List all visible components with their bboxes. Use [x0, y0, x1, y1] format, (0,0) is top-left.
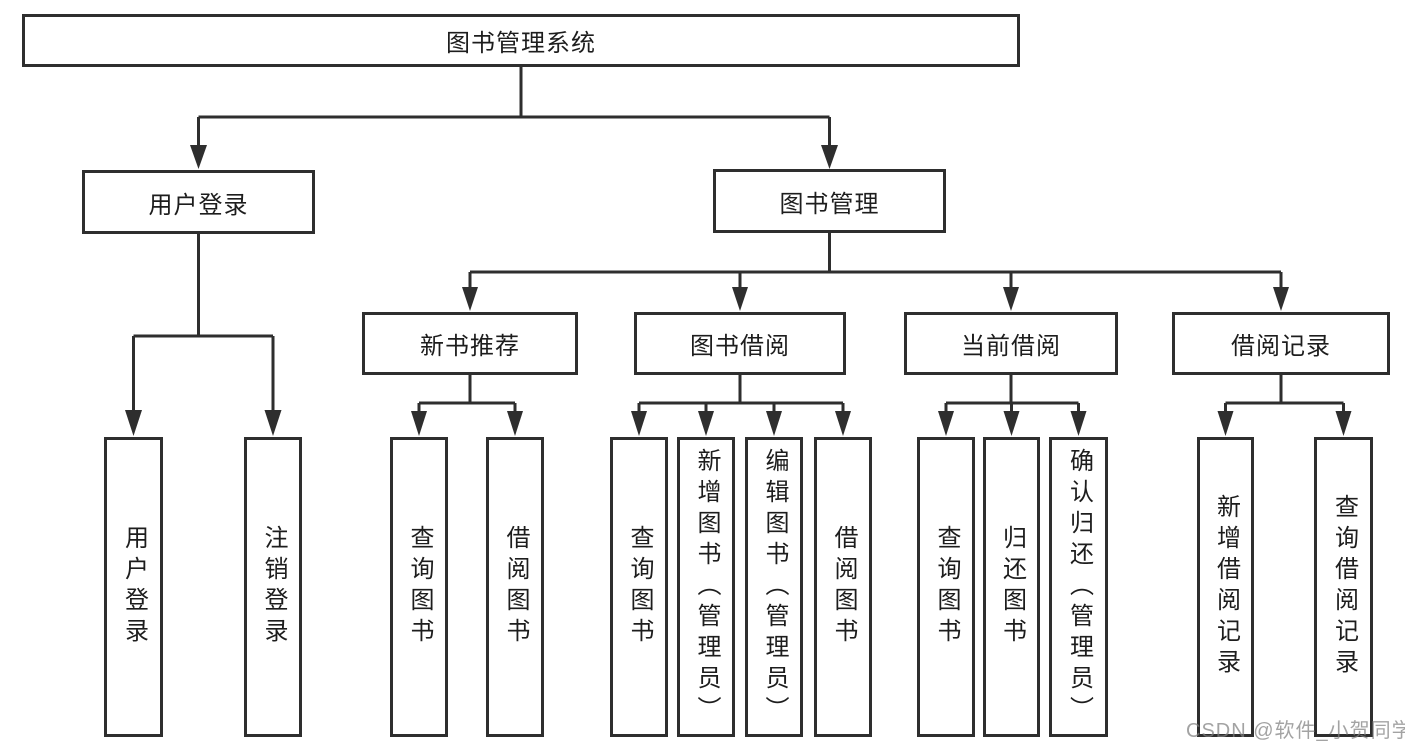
- node-new-book-recommend: 新书推荐: [362, 312, 578, 375]
- leaf-edit-book-admin: 编辑图书（管理员）: [745, 437, 803, 737]
- connector-book-management-branch: [468, 233, 1283, 290]
- leaf-borrow-books: 借阅图书: [814, 437, 872, 737]
- arrowhead: [821, 145, 838, 169]
- leaf-query-books-current: 查询图书: [917, 437, 975, 737]
- leaf-add-book-admin: 新增图书（管理员）: [677, 437, 735, 737]
- arrowhead: [732, 287, 748, 311]
- arrowhead: [411, 411, 427, 436]
- node-book-management: 图书管理: [713, 169, 946, 233]
- arrowhead: [190, 145, 207, 169]
- node-user-login: 用户登录: [82, 170, 315, 234]
- leaf-query-books-recommend: 查询图书: [390, 437, 448, 737]
- arrowhead: [264, 410, 282, 436]
- arrowhead: [1217, 411, 1234, 436]
- leaf-query-books-borrow: 查询图书: [610, 437, 668, 737]
- arrowhead: [1335, 411, 1352, 436]
- arrowhead: [766, 411, 782, 436]
- arrowhead: [1003, 287, 1019, 311]
- node-root: 图书管理系统: [22, 14, 1020, 67]
- arrowhead: [835, 411, 851, 436]
- leaf-add-book-admin-label: 新增图书（管理员）: [693, 447, 720, 727]
- connector-book-borrow-branch: [637, 375, 845, 414]
- arrowhead: [1273, 287, 1289, 311]
- arrowhead: [938, 411, 954, 436]
- leaf-confirm-return-admin-label: 确认归还（管理员）: [1065, 447, 1093, 727]
- node-current-borrow: 当前借阅: [904, 312, 1118, 375]
- node-user-login-label: 用户登录: [148, 191, 249, 219]
- leaf-edit-book-admin-label: 编辑图书（管理员）: [761, 447, 788, 727]
- arrowhead: [125, 410, 142, 436]
- leaf-query-borrow-record: 查询借阅记录: [1314, 437, 1373, 737]
- connector-root-branch: [197, 67, 831, 147]
- arrowhead: [698, 411, 714, 436]
- leaf-confirm-return-admin: 确认归还（管理员）: [1049, 437, 1108, 737]
- leaf-logout: 注销登录: [244, 437, 302, 737]
- leaf-query-books-current-label: 查询图书: [933, 525, 960, 649]
- arrowhead: [1003, 411, 1020, 436]
- leaf-query-books-recommend-label: 查询图书: [406, 525, 433, 649]
- connector-new-book-branch: [417, 375, 517, 414]
- node-book-borrow: 图书借阅: [634, 312, 846, 375]
- connector-user-login-branch: [132, 234, 275, 412]
- watermark: CSDN @软件_小贺同学: [1186, 720, 1405, 742]
- leaf-user-login: 用户登录: [104, 437, 163, 737]
- leaf-add-borrow-record: 新增借阅记录: [1197, 437, 1254, 737]
- connector-borrow-records-branch: [1224, 375, 1345, 414]
- node-borrow-records: 借阅记录: [1172, 312, 1390, 375]
- node-borrow-records-label: 借阅记录: [1231, 333, 1331, 360]
- leaf-return-book: 归还图书: [983, 437, 1040, 737]
- leaf-add-borrow-record-label: 新增借阅记录: [1212, 494, 1240, 680]
- arrowhead: [631, 411, 647, 436]
- node-book-borrow-label: 图书借阅: [690, 333, 790, 360]
- node-root-label: 图书管理系统: [446, 30, 596, 57]
- leaf-borrow-books-recommend-label: 借阅图书: [502, 525, 529, 649]
- node-current-borrow-label: 当前借阅: [961, 333, 1061, 360]
- leaf-query-books-borrow-label: 查询图书: [626, 525, 653, 649]
- leaf-user-login-label: 用户登录: [120, 525, 148, 649]
- node-new-book-recommend-label: 新书推荐: [420, 333, 520, 360]
- arrowheads: [125, 145, 1352, 436]
- leaf-return-book-label: 归还图书: [998, 525, 1026, 649]
- node-book-management-label: 图书管理: [779, 190, 880, 218]
- leaf-logout-label: 注销登录: [260, 525, 287, 649]
- leaf-borrow-books-label: 借阅图书: [830, 525, 857, 649]
- connector-current-borrow-branch: [944, 375, 1080, 414]
- arrowhead: [462, 287, 478, 311]
- arrowhead: [1070, 411, 1087, 436]
- leaf-query-borrow-record-label: 查询借阅记录: [1330, 494, 1358, 680]
- arrowhead: [507, 411, 523, 436]
- leaf-borrow-books-recommend: 借阅图书: [486, 437, 544, 737]
